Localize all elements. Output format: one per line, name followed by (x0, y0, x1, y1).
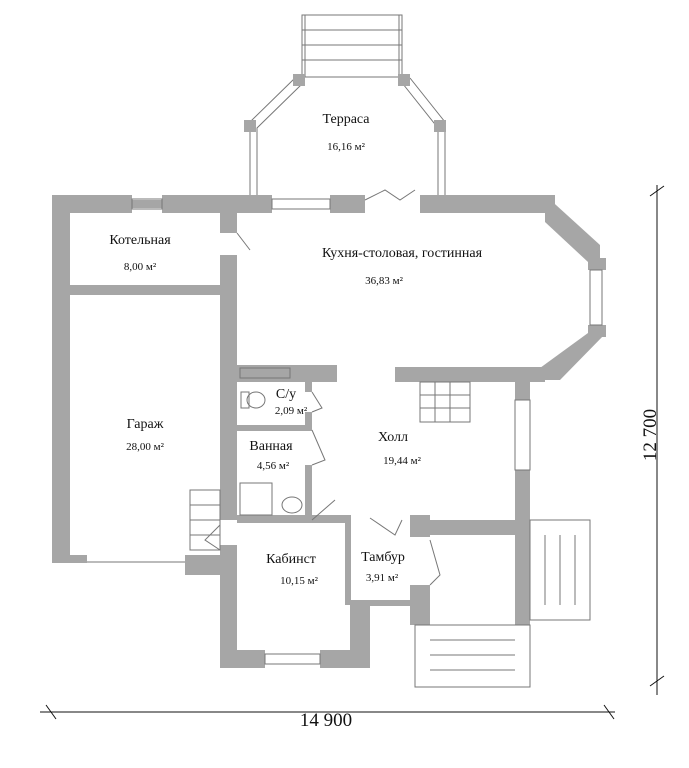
room-area: 2,09 м² (275, 405, 308, 417)
room-area: 8,00 м² (124, 261, 157, 273)
room-area: 3,91 м² (366, 572, 399, 584)
height-label: 12 700 (640, 409, 661, 461)
room-labels: Терраса 16,16 м² Котельная 8,00 м² Кухня… (109, 112, 482, 587)
fixtures (204, 189, 441, 586)
room-name: Холл (378, 430, 408, 445)
terrace-steps (301, 14, 403, 78)
room-area: 19,44 м² (383, 455, 421, 467)
room-area: 10,15 м² (280, 575, 318, 587)
room-area: 4,56 м² (257, 460, 290, 472)
room-name: Гараж (127, 417, 164, 432)
room-name: Котельная (109, 233, 171, 248)
porch-steps (414, 519, 591, 688)
dimension-width: 14 900 (40, 704, 615, 731)
room-name: Ванная (249, 439, 293, 454)
dimension-height: 12 700 (640, 185, 665, 695)
walls (52, 195, 606, 668)
stairs (189, 381, 471, 551)
room-area: 16,16 м² (327, 141, 365, 153)
room-name: Терраса (322, 112, 370, 127)
windows (87, 198, 603, 665)
terrace-railing (244, 74, 446, 195)
room-area: 28,00 м² (126, 441, 164, 453)
width-label: 14 900 (300, 710, 352, 731)
room-name: Тамбур (361, 550, 405, 565)
room-name: С/у (276, 387, 296, 402)
room-name: Кабинст (266, 552, 316, 567)
room-area: 36,83 м² (365, 275, 403, 287)
room-name: Кухня-столовая, гостинная (322, 246, 483, 261)
